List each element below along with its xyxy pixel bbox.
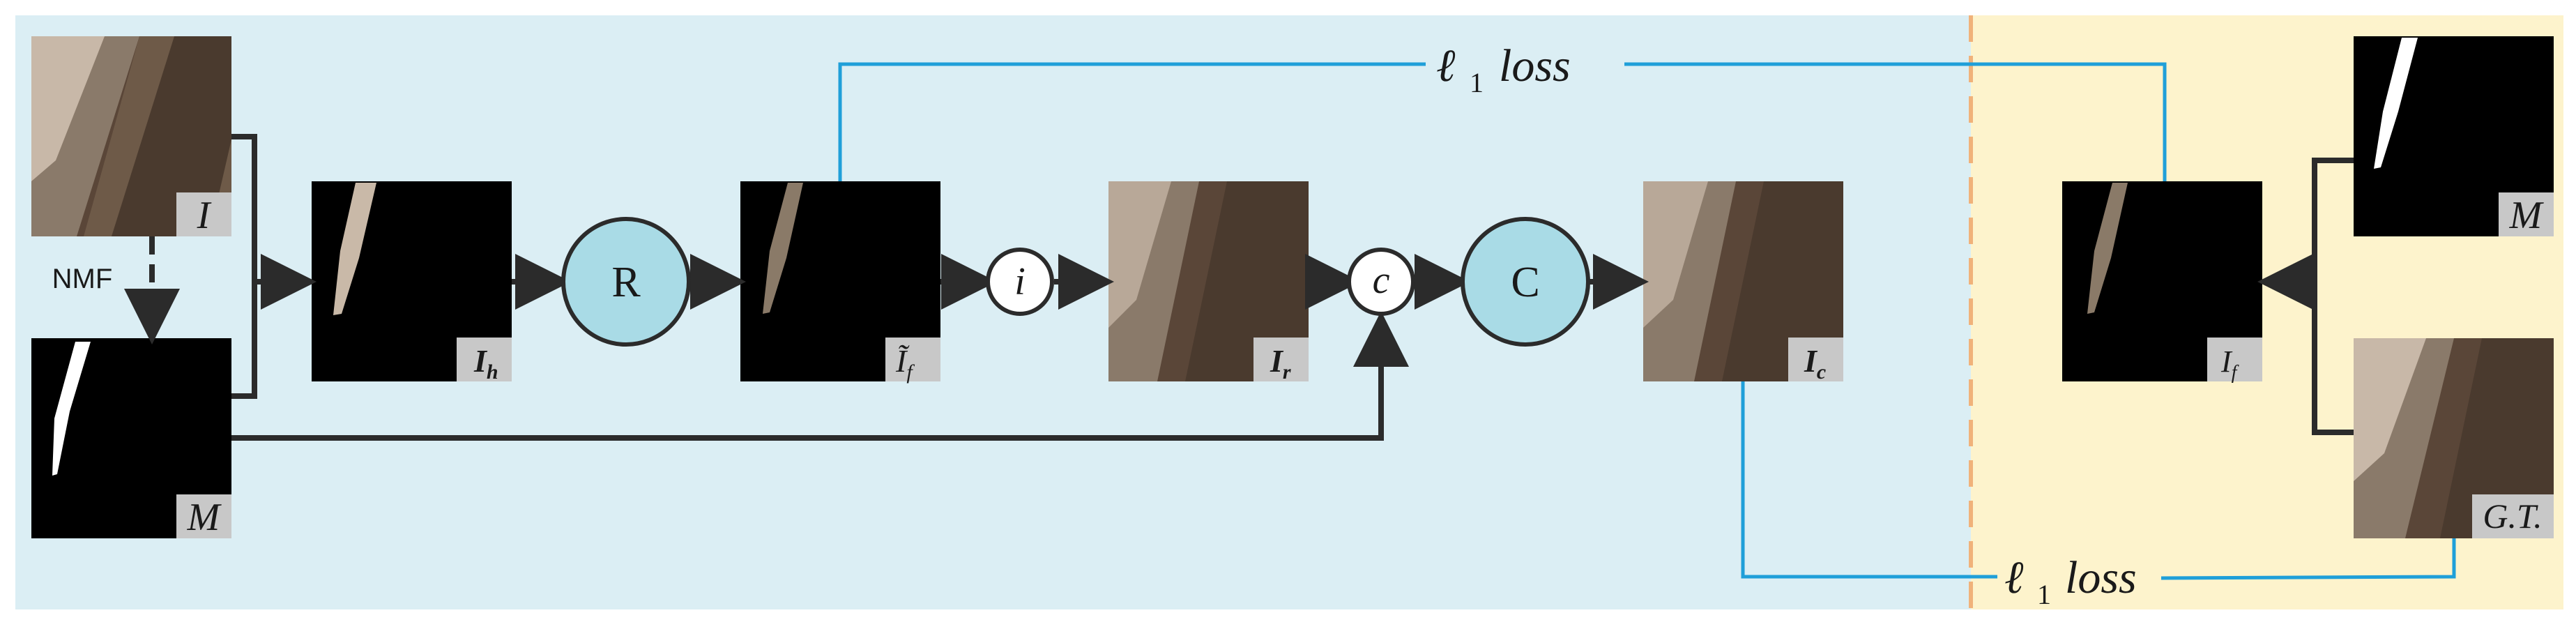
foreground-estimate-image: Ĩf xyxy=(740,181,940,384)
loss-bottom-label: ℓ 1 loss xyxy=(2004,552,2137,610)
input-image-label: I xyxy=(197,194,212,237)
combine-node-label: C xyxy=(1511,259,1539,306)
mask-image-label: M xyxy=(187,496,222,539)
loss-bottom-word: loss xyxy=(2065,552,2137,603)
concat-operator: c xyxy=(1347,248,1415,316)
ground-truth-label: G.T. xyxy=(2483,497,2542,536)
loss-top-ell: ℓ xyxy=(1436,40,1456,91)
mask-right-image: M xyxy=(2354,36,2554,237)
refine-node-label: R xyxy=(611,259,641,306)
foreground-target-image: If xyxy=(2062,181,2262,384)
ground-truth-image: G.T. xyxy=(2354,338,2554,538)
loss-top-sub: 1 xyxy=(1470,67,1484,98)
mask-right-image-label: M xyxy=(2509,194,2545,237)
composite-image: Ic xyxy=(1643,181,1843,384)
mask-image: M xyxy=(31,338,231,539)
inpaint-operator-label: i xyxy=(1014,260,1026,303)
loss-bottom-ell: ℓ xyxy=(2004,552,2024,603)
concat-operator-label: c xyxy=(1373,259,1390,302)
loss-bottom-sub: 1 xyxy=(2037,579,2051,610)
loss-top-word: loss xyxy=(1499,40,1571,91)
loss-top-label: ℓ 1 loss xyxy=(1436,40,1571,98)
combine-node: C xyxy=(1461,217,1590,347)
nmf-label: NMF xyxy=(52,264,113,294)
inpaint-operator: i xyxy=(986,248,1054,316)
removed-image: Ir xyxy=(1108,181,1309,384)
input-image: I xyxy=(31,36,231,237)
highlight-image: Ih xyxy=(312,181,512,384)
connectors xyxy=(124,134,2354,441)
loss-lines xyxy=(838,62,2456,580)
refine-node: R xyxy=(561,217,691,347)
